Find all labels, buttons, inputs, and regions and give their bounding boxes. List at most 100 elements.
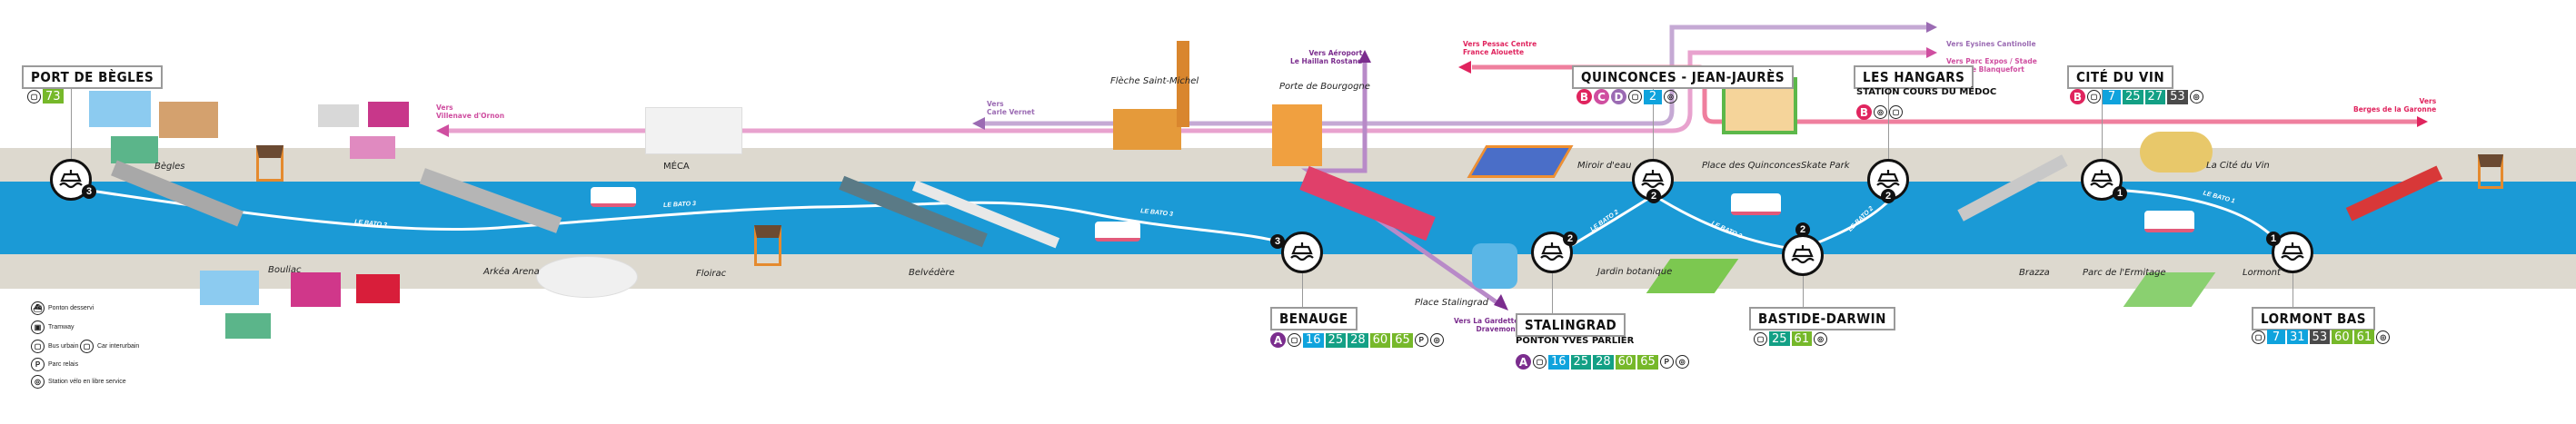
- ferry-pier-lormont-bas[interactable]: [2272, 232, 2313, 273]
- station-subtitle: STATION COURS DU MÉDOC: [1856, 87, 1997, 97]
- bus-line-badge[interactable]: 16: [1303, 332, 1324, 348]
- floirac-carrelet-illustration: [754, 225, 781, 266]
- station-name-stalingrad[interactable]: STALINGRAD: [1516, 313, 1626, 337]
- ferry-pier-bastide-darwin[interactable]: [1782, 234, 1824, 276]
- ferry-route-bato3: [90, 189, 1291, 247]
- pier-number-badge: 1: [2113, 186, 2127, 201]
- ferry-boat-icon: [1540, 242, 1564, 261]
- place-label-jardin: Jardin botanique: [1597, 267, 1673, 277]
- pier-number-badge: 2: [1563, 232, 1577, 246]
- park-ride-icon: P: [31, 358, 45, 371]
- ferry-pier-benauge[interactable]: [1281, 232, 1323, 273]
- bus-line-badge[interactable]: 28: [1593, 354, 1614, 370]
- bouliac-pink-building-illustration: [291, 272, 341, 307]
- tram-line-badge-b[interactable]: B: [1856, 104, 1872, 120]
- bus-line-badge[interactable]: 25: [1570, 354, 1592, 370]
- bus-icon: ▢: [2252, 330, 2265, 344]
- bouliac-buildings-illustration: [200, 271, 259, 305]
- station-leader-line: [1803, 276, 1804, 307]
- arrow-d-east: [1926, 22, 1937, 33]
- tram-icon: ▣: [31, 320, 45, 334]
- bus-line-badge[interactable]: 61: [1791, 331, 1813, 346]
- saint-michel-spire-illustration: [1177, 41, 1189, 127]
- bus-line-badge[interactable]: 53: [2167, 89, 2188, 104]
- station-leader-line: [1653, 84, 1654, 159]
- tram-line-badge-d[interactable]: D: [1611, 89, 1626, 104]
- legend-item: ▢Bus urbain: [31, 340, 78, 353]
- bus-line-badge[interactable]: 25: [2123, 89, 2143, 104]
- tram-line-c: [445, 50, 1926, 133]
- pier-number-badge: 2: [1646, 189, 1661, 203]
- tram-line-d: [981, 25, 1926, 126]
- bus-line-badge[interactable]: 7: [2103, 89, 2121, 104]
- station-name-port-de-begles[interactable]: PORT DE BÈGLES: [22, 65, 164, 89]
- station-leader-line: [1552, 273, 1553, 313]
- place-label-bouliac: Bouliac: [268, 265, 302, 275]
- tram-line-badge-a[interactable]: A: [1516, 354, 1531, 370]
- arrow-a-north: [1358, 50, 1371, 63]
- place-label-skate: Skate Park: [1801, 161, 1850, 171]
- park-ride-icon: P: [1414, 333, 1428, 347]
- ferry-boat-icon: [59, 170, 83, 189]
- place-label-fleche: Flèche Saint-Michel: [1110, 76, 1199, 86]
- legend-label: Ponton desservi: [48, 305, 94, 311]
- tram-line-badge-b[interactable]: B: [2070, 89, 2085, 104]
- arrow-d-west: [972, 117, 985, 130]
- pier-number-badge: 2: [1881, 189, 1895, 203]
- lion-sculpture-illustration: [1472, 243, 1517, 289]
- ferry-pier-les-hangars[interactable]: [1867, 159, 1909, 201]
- bike-share-icon: ◎: [2189, 90, 2203, 104]
- station-name-cite-du-vin[interactable]: CITÉ DU VIN: [2067, 65, 2174, 89]
- station-name-benauge[interactable]: BENAUGE: [1270, 307, 1358, 330]
- bus-line-badge[interactable]: 2: [1644, 89, 1662, 104]
- bus-line-badge[interactable]: 53: [2309, 330, 2331, 344]
- dest-gardette: Vers La Gardette Dravemont: [1454, 317, 1519, 333]
- arrow-a-south: [1494, 294, 1508, 311]
- bus-line-badge[interactable]: 61: [2353, 330, 2375, 344]
- bus-line-badge[interactable]: 25: [1769, 331, 1790, 346]
- ferry-boat-icon: [1641, 170, 1665, 189]
- tram-line-badge-b[interactable]: B: [1576, 89, 1592, 104]
- bus-line-badge[interactable]: 60: [2332, 330, 2352, 344]
- station-leader-line: [2102, 84, 2103, 159]
- station-name-bastide-darwin[interactable]: BASTIDE-DARWIN: [1749, 307, 1895, 330]
- bus-line-badge[interactable]: 60: [1615, 354, 1636, 370]
- station-name-lormont-bas[interactable]: LORMONT BAS: [2252, 307, 2375, 330]
- bus-line-badge[interactable]: 65: [1637, 354, 1658, 370]
- bus-line-badge[interactable]: 31: [2287, 330, 2308, 344]
- pink-warehouse-illustration: [368, 102, 409, 127]
- tram-line-badge-a[interactable]: A: [1270, 332, 1286, 348]
- legend-label: Parc relais: [48, 361, 79, 368]
- place-label-arkea: Arkéa Arena: [483, 267, 540, 277]
- station-leader-line: [71, 84, 72, 159]
- ferry-route-bato2: [1571, 193, 1892, 251]
- station-name-quinconces[interactable]: QUINCONCES - JEAN-JAURÈS: [1572, 65, 1795, 89]
- legend-item: ▣Tramway: [31, 320, 75, 334]
- arkea-arena-illustration: [536, 256, 638, 298]
- bus-line-badge[interactable]: 27: [2144, 89, 2166, 104]
- legend-label: Bus urbain: [48, 343, 79, 350]
- place-label-brazza: Brazza: [2019, 268, 2050, 278]
- bike-share-icon: ◎: [1814, 331, 1828, 346]
- dest-berges: Vers Berges de la Garonne: [2353, 97, 2437, 113]
- pier-number-badge: 3: [82, 184, 96, 199]
- bus-line-badge[interactable]: 28: [1348, 332, 1368, 348]
- ferry-boat-icon: [2281, 242, 2304, 261]
- bus-line-badge[interactable]: 65: [1392, 332, 1413, 348]
- ferry-pier-port-de-begles[interactable]: [50, 159, 92, 201]
- station-name-les-hangars[interactable]: LES HANGARS: [1854, 65, 1974, 89]
- bus-line-badge[interactable]: 73: [43, 89, 64, 104]
- pink-box-illustration: [350, 136, 395, 159]
- tram-line-badge-c[interactable]: C: [1594, 89, 1609, 104]
- bus-line-badge[interactable]: 16: [1548, 354, 1569, 370]
- ferry-boat: [1095, 222, 1140, 242]
- bus-line-badge[interactable]: 25: [1325, 332, 1347, 348]
- bus-line-badge[interactable]: 7: [2267, 330, 2285, 344]
- bus-line-badge[interactable]: 60: [1369, 332, 1391, 348]
- pier-number-badge: 3: [1270, 234, 1285, 249]
